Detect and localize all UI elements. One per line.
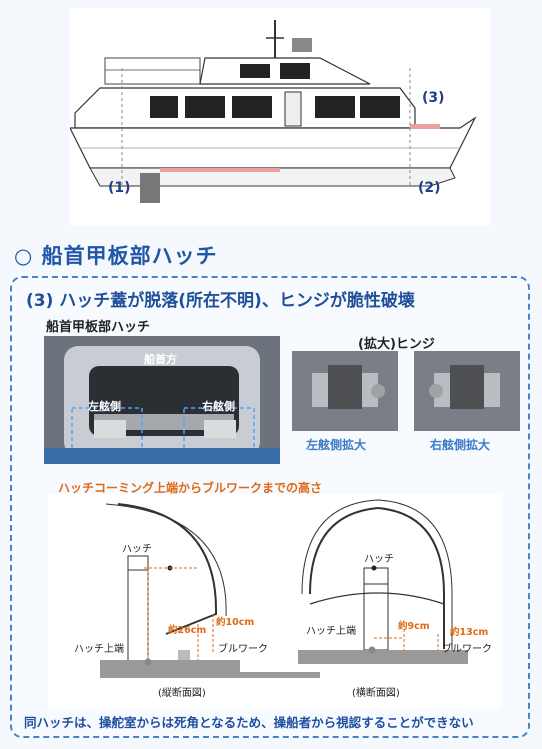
label-port-side: 左舷側 <box>88 400 121 413</box>
hinge-right-photo <box>414 351 520 431</box>
hatch-photo-drawing <box>44 336 280 464</box>
long-hatch-top-label: ハッチ上端 <box>74 644 124 655</box>
long-dim-26: 約26cm <box>168 625 207 636</box>
sub-title: (3) ハッチ蓋が脱落(所在不明)、ヒンジが脆性破壊 <box>26 291 415 311</box>
diagram-heading: ハッチコーミング上端からブルワークまでの高さ <box>58 481 323 495</box>
diagram-drawings <box>100 499 468 678</box>
cross-hatch-top-label: ハッチ上端 <box>306 626 356 637</box>
hinge-right-caption: 右舷側拡大 <box>430 438 491 452</box>
cross-dim-13: 約13cm <box>450 627 489 638</box>
label-bow-direction: 船首方 <box>144 353 177 366</box>
label-starboard-side: 右舷側 <box>202 400 235 413</box>
section-title: ○ 船首甲板部ハッチ <box>14 244 218 268</box>
hinge-right-drawing <box>414 351 520 431</box>
main-photo-caption: 船首甲板部ハッチ <box>46 320 151 335</box>
bottom-note: 同ハッチは、操舵室からは死角となるため、操船者から視認することができない <box>24 715 474 730</box>
cross-hatch-label: ハッチ <box>364 554 394 565</box>
ship-label-1: (1) <box>108 180 131 196</box>
cross-dim-9: 約9cm <box>398 621 430 632</box>
hinge-left-drawing <box>292 351 398 431</box>
ship-label-2: (2) <box>418 180 441 196</box>
hinge-left-caption: 左舷側拡大 <box>306 438 367 452</box>
cross-caption: (横断面図) <box>352 688 400 699</box>
cross-bulwark-label: ブルワーク <box>442 644 492 655</box>
ship-label-3: (3) <box>422 90 445 106</box>
ship-illustration-panel: (3) (1) (2) <box>69 8 490 226</box>
hinge-left-photo <box>292 351 398 431</box>
section-diagrams: ハッチ 約26cm 約10cm ハッチ上端 ブルワーク (縦断面図) ハッチ 約… <box>48 494 502 708</box>
long-dim-10: 約10cm <box>216 617 255 628</box>
long-caption: (縦断面図) <box>158 688 206 699</box>
hatch-photo: 船首方 左舷側 右舷側 <box>44 336 280 464</box>
long-bulwark-label: ブルワーク <box>218 644 268 655</box>
long-hatch-label: ハッチ <box>122 544 152 555</box>
hinge-caption: (拡大)ヒンジ <box>358 337 435 352</box>
ship-side-view <box>69 20 477 203</box>
